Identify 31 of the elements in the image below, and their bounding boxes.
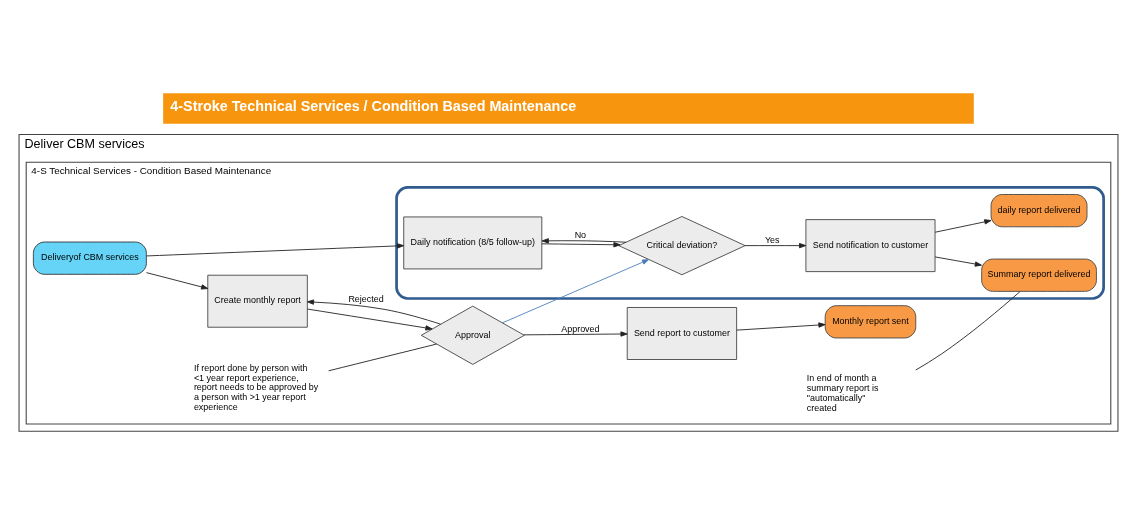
node-box: Daily notification (8/5 follow-up) (403, 216, 543, 270)
arrow (744, 242, 807, 249)
arrow (934, 219, 992, 233)
node-box: Create monthly report (207, 274, 308, 328)
connector (915, 291, 1021, 371)
node-text: If report done by person with <1 year report experience, report needs to be approved by a person with >1 year report experience (193, 362, 319, 413)
arrow (541, 238, 627, 244)
node-box: Send notification to customer (805, 219, 936, 273)
arrow (736, 322, 826, 331)
arrow (146, 243, 405, 257)
arrow (541, 242, 621, 248)
node-text: In end of month a summary report is "automatically" created (806, 373, 879, 413)
connector (328, 343, 437, 372)
arrow (934, 256, 982, 267)
diagram-title: 4-Stroke Technical Services / Condition Based Maintenance (170, 97, 577, 114)
node-box: Monthly report sent (824, 305, 917, 339)
arrow (523, 331, 628, 337)
arrow (146, 272, 209, 290)
node-box: Send report to customer (626, 307, 738, 360)
arrow (306, 299, 441, 325)
node-diamond: Critical deviation? (618, 216, 746, 276)
node-diamond: Approval (420, 305, 525, 365)
node-box: Summary report delivered (981, 258, 1097, 292)
edge-label: Approved (561, 323, 600, 334)
node-box: Deliveryof CBM services (32, 241, 147, 275)
edge-label: Rejected (348, 294, 384, 305)
arrow (306, 308, 433, 331)
edge-label: No (574, 230, 587, 241)
edge-label: Yes (764, 234, 780, 245)
arrow (502, 259, 650, 324)
node-box: daily report delivered (990, 194, 1088, 228)
